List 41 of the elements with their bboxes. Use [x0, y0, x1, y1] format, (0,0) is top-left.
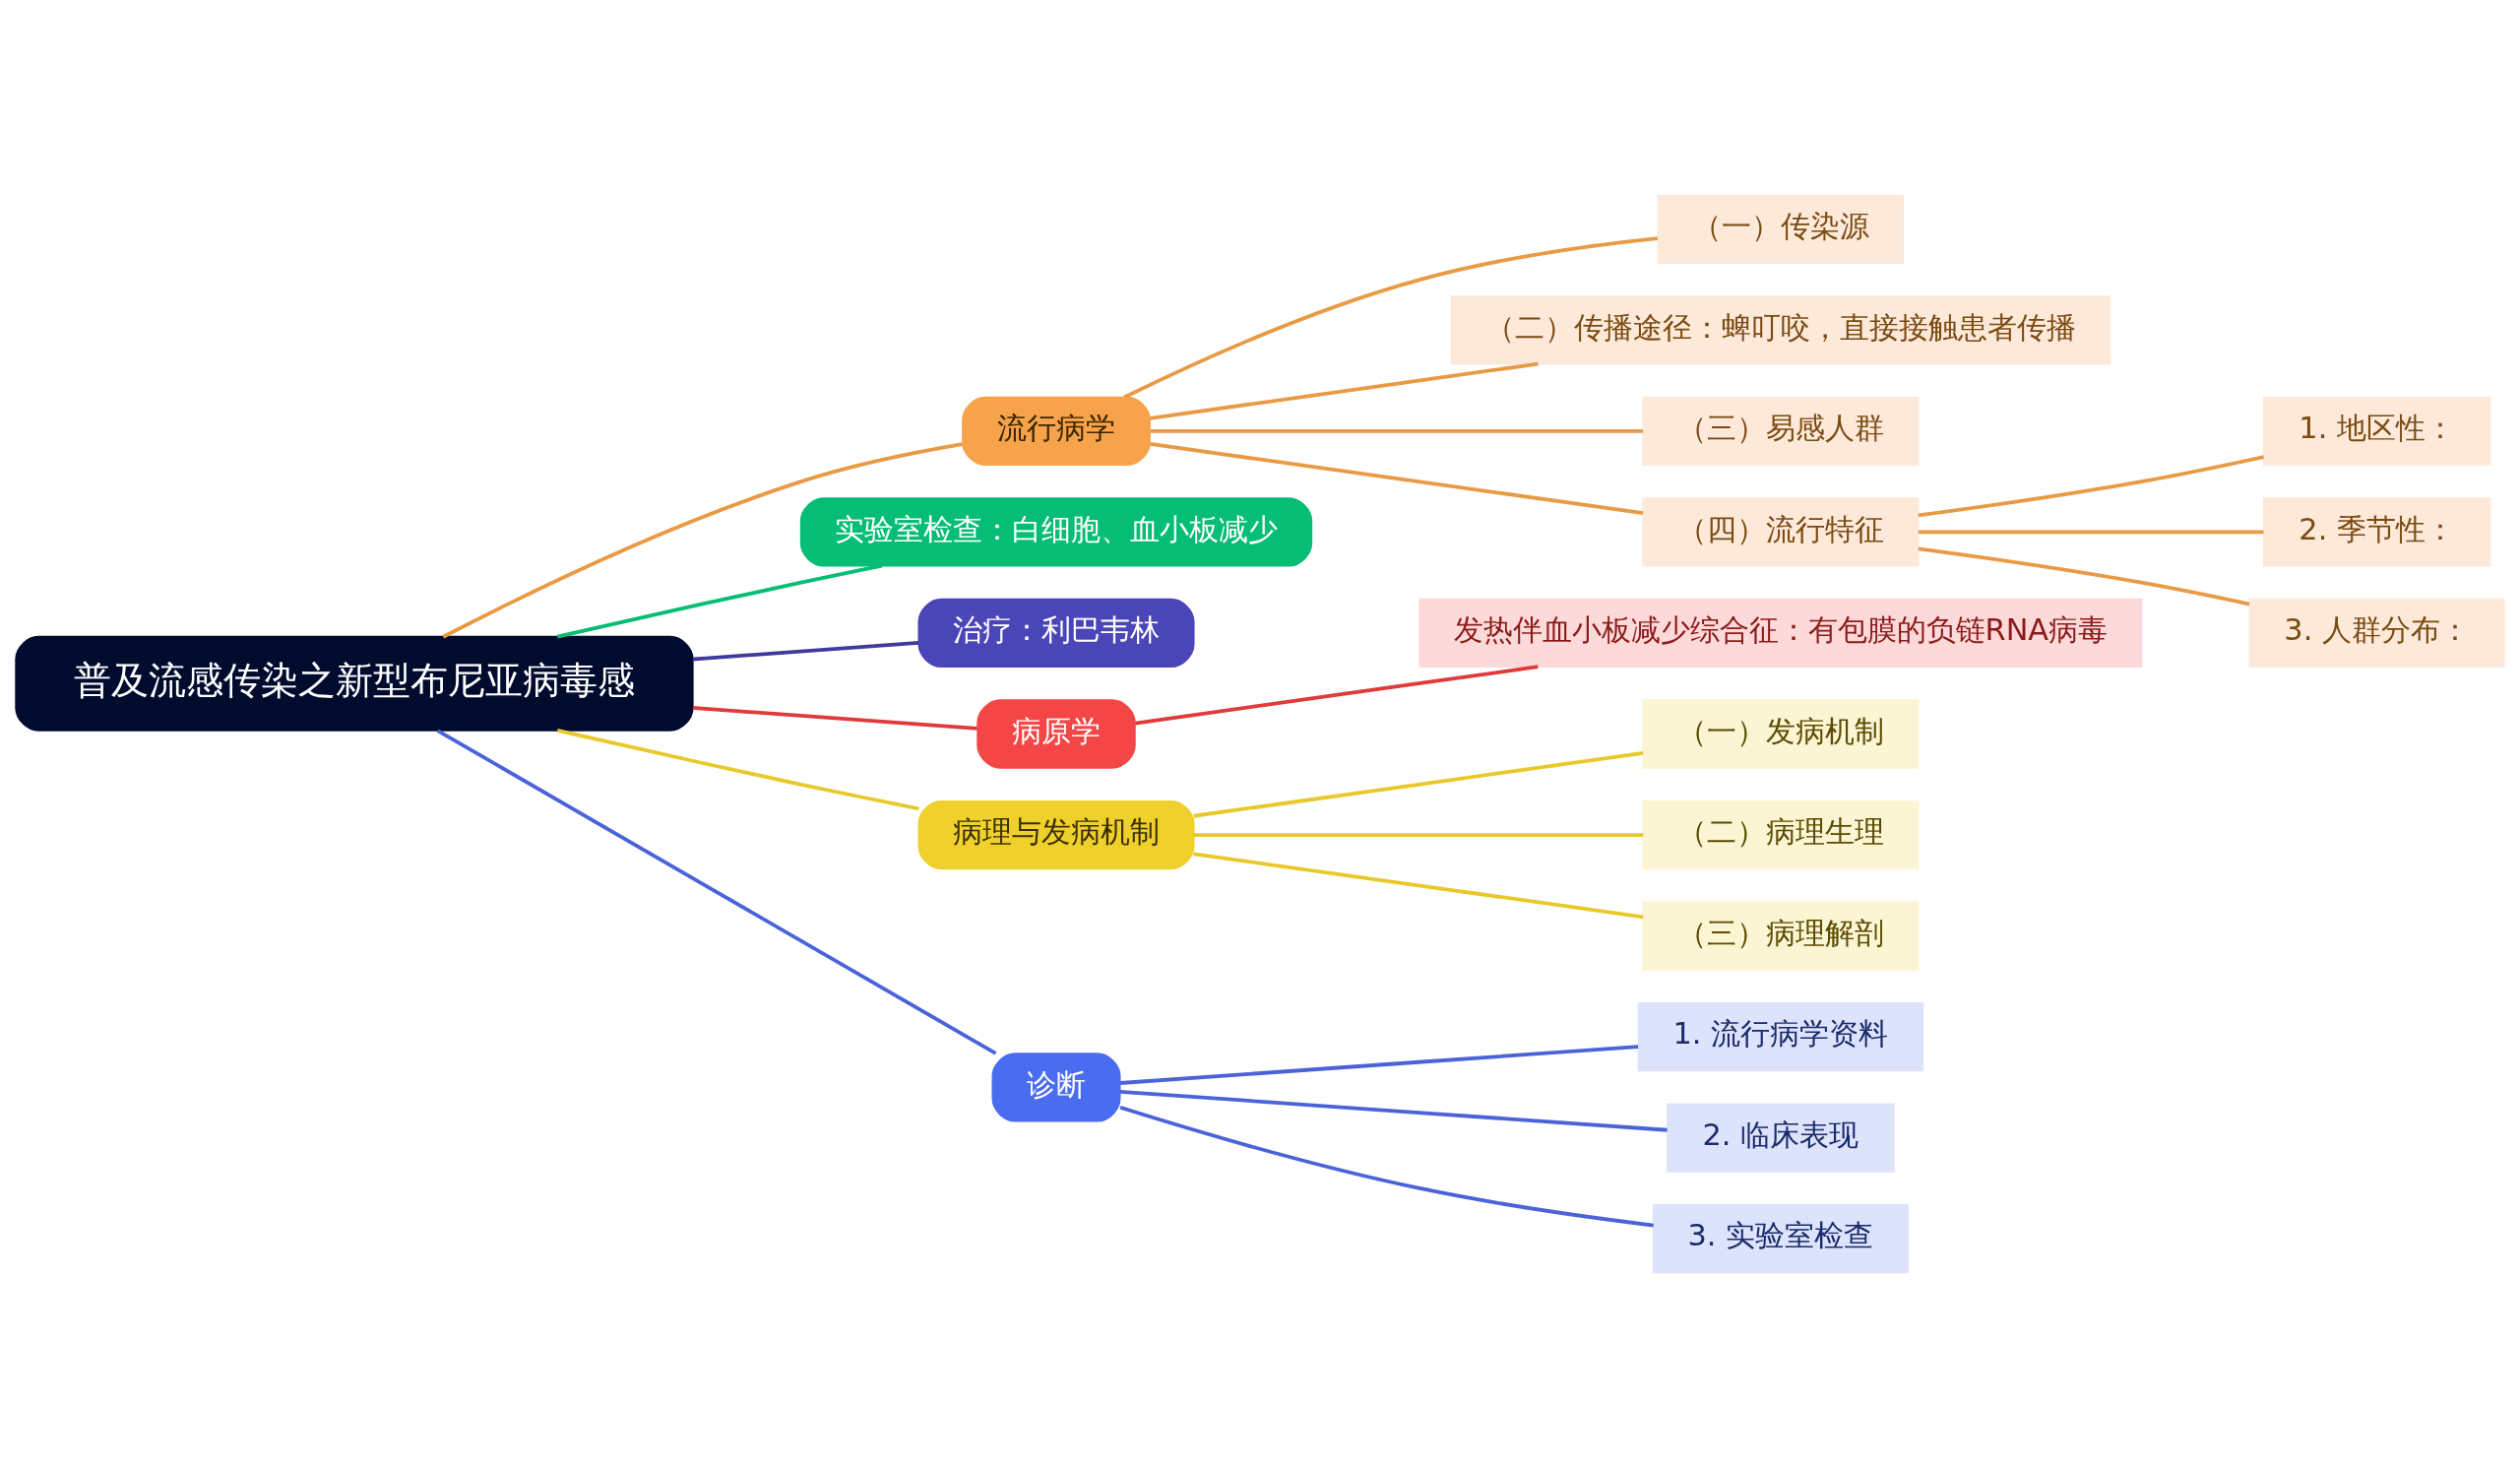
node-box: 3. 实验室检查 [1652, 1204, 1909, 1274]
node-box: 病原学 [976, 699, 1136, 769]
connector [692, 706, 977, 731]
connector [1135, 665, 1539, 726]
node-box: 2. 季节性： [2262, 497, 2491, 567]
connector [1918, 546, 2250, 606]
connector [1193, 852, 1644, 920]
connector [1918, 455, 2264, 518]
node-box: （二）传播途径：蜱叮咬，直接接触患者传播 [1450, 295, 2111, 365]
node-box: 1. 地区性： [2262, 396, 2491, 466]
node-box: （三）易感人群 [1642, 396, 1920, 466]
node-box: 实验室检查：白细胞、血小板减少 [799, 497, 1313, 567]
node-box: 2. 临床表现 [1667, 1103, 1895, 1173]
connector [436, 729, 997, 1055]
connector [1119, 1045, 1639, 1085]
connector [556, 728, 919, 811]
connector [1150, 428, 1644, 433]
node-box: 3. 人群分布： [2248, 598, 2505, 669]
node-box: （一）发病机制 [1642, 699, 1920, 769]
node-box: （二）病理生理 [1642, 799, 1920, 870]
node-box: （三）病理解剖 [1642, 901, 1920, 971]
node-box: 1. 流行病学资料 [1637, 1002, 1924, 1072]
connector [1119, 1105, 1654, 1228]
node-box: 治疗：利巴韦林 [917, 598, 1195, 669]
node-box: 普及流感传染之新型布尼亚病毒感 [15, 635, 694, 732]
connector [1150, 361, 1539, 420]
connector [1150, 442, 1644, 515]
connector [556, 563, 883, 639]
node-box: 诊断 [991, 1053, 1121, 1122]
connector [442, 442, 963, 639]
node-box: 流行病学 [962, 396, 1151, 466]
node-box: （四）流行特征 [1642, 497, 1920, 567]
node-box: （一）传染源 [1657, 194, 1905, 264]
node-box: 病理与发病机制 [917, 799, 1195, 870]
connector [1193, 750, 1644, 818]
node-box: 发热伴血小板减少综合征：有包膜的负链RNA病毒 [1418, 598, 2143, 669]
connector [1193, 833, 1644, 837]
connector [1119, 1089, 1668, 1132]
connector [1123, 236, 1659, 400]
connector [692, 641, 919, 662]
connector [1918, 530, 2264, 535]
